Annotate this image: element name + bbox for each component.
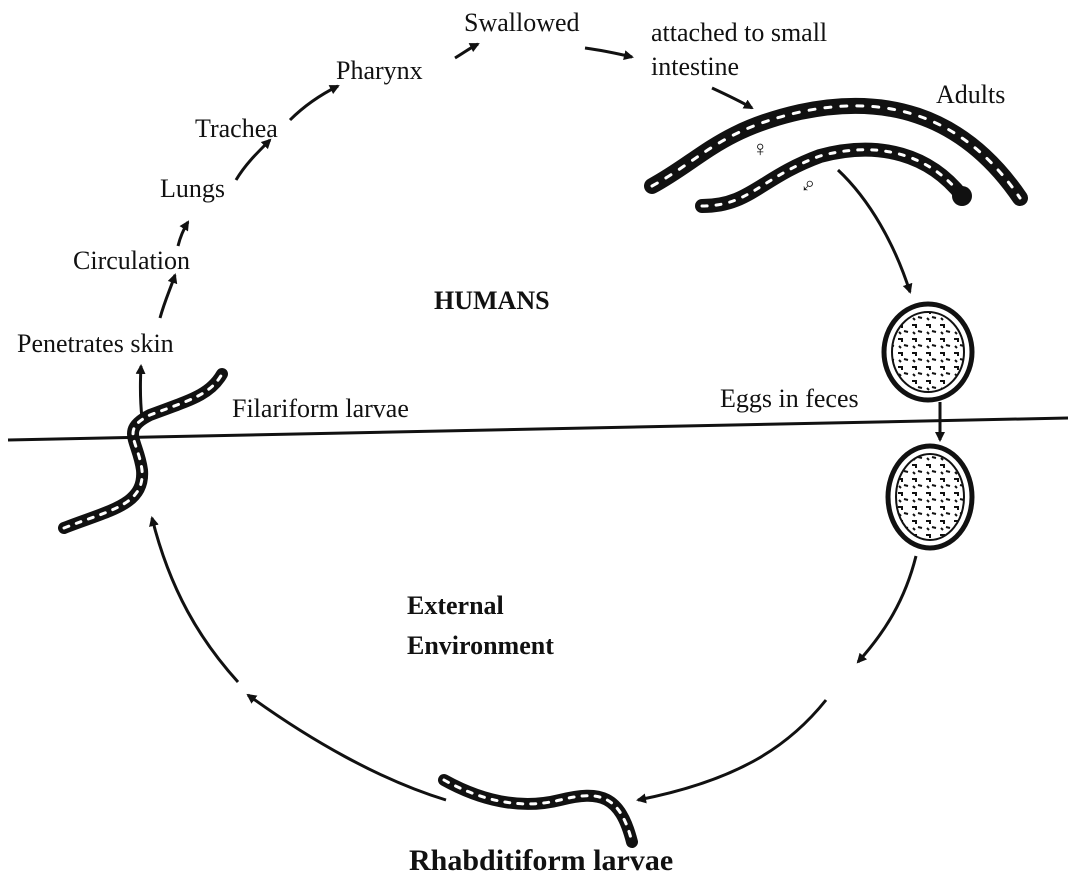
label-attached-line2: intestine xyxy=(651,54,739,80)
arrow-rhabditiform-to-left xyxy=(248,695,446,800)
label-lungs: Lungs xyxy=(160,176,225,202)
label-eggs-in-feces: Eggs in feces xyxy=(720,386,859,412)
arrow-circulation-lower xyxy=(178,222,188,246)
arrow-eggs-to-environment xyxy=(858,556,916,662)
label-circulation: Circulation xyxy=(73,248,190,274)
arrow-swallowed-to-intestine xyxy=(585,48,632,57)
rhabditiform-larva xyxy=(444,780,632,842)
label-attached-line1: attached to small xyxy=(651,20,827,46)
filariform-larva xyxy=(64,374,222,528)
arrow-lungs-to-trachea xyxy=(236,140,270,180)
label-swallowed: Swallowed xyxy=(464,10,580,36)
label-pharynx: Pharynx xyxy=(336,58,423,84)
female-symbol: ♀ xyxy=(752,138,769,160)
label-penetrates-skin: Penetrates skin xyxy=(17,331,174,357)
arrow-trachea-to-pharynx xyxy=(290,86,338,120)
host-boundary-line xyxy=(8,418,1068,440)
label-filariform-larvae: Filariform larvae xyxy=(232,396,409,422)
arrow-to-attached-adults xyxy=(712,88,752,108)
arrow-skin-to-circulation xyxy=(140,366,142,418)
arrow-circulation-to-lungs xyxy=(160,275,175,318)
egg-lower xyxy=(888,446,972,548)
arrow-to-rhabditiform xyxy=(638,700,826,800)
label-trachea: Trachea xyxy=(195,116,278,142)
zone-label-environment: Environment xyxy=(407,633,554,659)
arrow-adults-to-eggs xyxy=(838,170,910,292)
egg-upper xyxy=(884,304,972,400)
label-adults: Adults xyxy=(936,82,1005,108)
zone-label-external: External xyxy=(407,593,504,619)
arrow-to-filariform xyxy=(152,518,238,682)
male-symbol: ♂ xyxy=(800,174,817,196)
label-rhabditiform-larvae: Rhabditiform larvae xyxy=(409,846,673,876)
arrow-pharynx-to-swallowed xyxy=(455,44,478,58)
zone-label-humans: HUMANS xyxy=(434,288,550,314)
adult-worm-male xyxy=(702,150,972,206)
